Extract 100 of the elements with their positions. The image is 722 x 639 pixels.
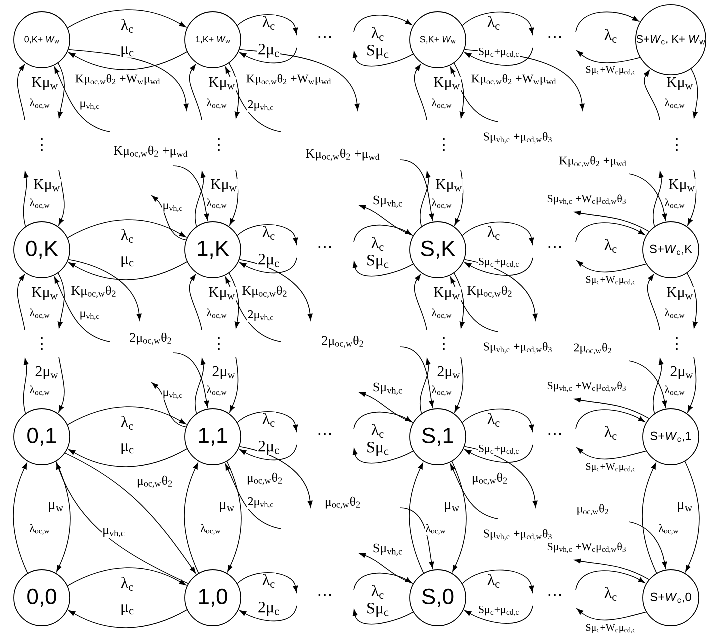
edge-label: λ$_{oc,w}$ (431, 198, 453, 210)
vertical-ellipsis: ⋮ (676, 338, 678, 350)
edge-label: λ$_{oc,w}$ (664, 308, 686, 320)
arrow (576, 260, 647, 273)
arrow (359, 392, 414, 424)
ellipsis: … (548, 594, 562, 596)
edge-label: λ$_{oc,w}$ (200, 524, 222, 536)
edge-label: μ$_{vh,c}$ (162, 203, 184, 213)
edge-label: μ$_{vh,c}$ (79, 311, 101, 321)
edge-label: Sμ$_{c}$ (366, 602, 390, 618)
edge-label: Kμ$_{w}$ (433, 286, 461, 301)
edge-label: λ$_{oc,w}$ (664, 385, 686, 397)
arrow (400, 346, 434, 408)
arrow (462, 570, 534, 593)
arrow (64, 452, 196, 574)
edge-label: Sμ$_{vh,c}$ +μ$_{cd,w}$θ$_{3}$ (482, 528, 554, 542)
edge-label: λ$_{c}$ (120, 576, 135, 592)
edge-label: Kμ$_{w}$ (33, 178, 61, 193)
edge-label: λ$_{oc,w}$ (431, 385, 453, 397)
arrow (68, 52, 188, 70)
arrow (454, 170, 464, 226)
arrow (67, 220, 186, 238)
arrow (400, 160, 434, 221)
arrow (690, 68, 698, 119)
edge-label: μ$_{c}$ (120, 443, 136, 455)
ellipsis: … (318, 246, 332, 248)
ellipsis: … (548, 246, 562, 248)
edge-label: Sμ$_{c}$+W$_{c}$μ$_{cd,c}$ (585, 624, 637, 634)
vertical-ellipsis: ⋮ (218, 138, 220, 152)
edge-label: 2μ$_{oc,w}$θ$_{2}$ (129, 332, 173, 346)
edge-label: Kμ$_{oc,w}$θ$_{2}$ (70, 285, 118, 299)
edge-label: μ$_{oc,w}$θ$_{2}$ (136, 475, 174, 489)
edge-label: λ$_{oc,w}$ (206, 198, 228, 210)
arrow (688, 356, 697, 412)
edge-label: Sμ$_{c}$+μ$_{cd,c}$ (478, 605, 520, 617)
arrow (414, 274, 428, 330)
edge-label: μ$_{w}$ (47, 502, 65, 514)
arrow (647, 274, 660, 330)
arrow (576, 50, 641, 64)
arrow (352, 448, 414, 464)
edge-label: 2μ$_{w}$ (436, 366, 462, 380)
edge-label: λ$_{c}$ (486, 574, 502, 588)
edge-label: Sμ$_{c}$+μ$_{cd,c}$ (478, 47, 520, 59)
arrow (152, 196, 187, 241)
arrow (688, 170, 697, 226)
edge-label: Kμ$_{oc,w}$θ$_{2}$ +μ$_{wd}$ (113, 145, 189, 159)
edge-label: μ$_{oc,w}$θ$_{2}$ (324, 496, 362, 510)
edge-label: Sμ$_{vh,c}$ +W$_{c}$μ$_{cd,w}$θ$_{3}$ (546, 194, 628, 206)
ellipsis: … (548, 36, 562, 38)
arrow (576, 410, 646, 430)
edge-label: Sμ$_{vh,c}$ +W$_{c}$μ$_{cd,w}$θ$_{3}$ (546, 381, 628, 393)
arrow (400, 508, 434, 569)
arrow (23, 358, 29, 414)
arrow (576, 570, 646, 590)
edge-label: Kμ$_{w}$ (208, 286, 236, 301)
edge-label: μ$_{vh,c}$ (162, 390, 184, 400)
edge-label: Sμ$_{vh,c}$ +μ$_{cd,w}$θ$_{3}$ (482, 342, 554, 354)
arrow (13, 462, 28, 574)
arrow (628, 174, 668, 221)
arrow (464, 606, 534, 624)
arrow (462, 222, 534, 245)
edge-label: Kμ$_{w}$ (210, 178, 238, 193)
edge-label: Kμ$_{w}$ (666, 286, 694, 301)
edge-label: 2μ$_{oc,w}$θ$_{2}$ (573, 342, 613, 356)
arrow (58, 272, 65, 329)
arrow (58, 170, 65, 226)
arrow (574, 558, 650, 580)
edge-label: λ$_{c}$ (604, 28, 618, 44)
arrow (240, 258, 298, 274)
arrow (628, 360, 668, 408)
arrow (454, 272, 465, 329)
edge-label: λ$_{c}$ (370, 584, 386, 600)
arrow (574, 398, 650, 420)
arrow (352, 261, 414, 277)
edge-label: λ$_{c}$ (370, 236, 386, 252)
arrow (68, 448, 188, 468)
edge-label: 2μ$_{w}$ (212, 366, 236, 380)
edge-label: Sμ$_{vh,c}$ +μ$_{cd,w}$θ$_{3}$ (482, 132, 554, 144)
arrow (354, 412, 412, 430)
edge-label: λ$_{oc,w}$ (658, 524, 680, 536)
arrow (420, 358, 431, 414)
edge-label: Sμ$_{vh,c}$ +W$_{c}$μ$_{cd,w}$θ$_{3}$ (546, 542, 628, 554)
edge-label: Kμ$_{oc,w}$θ$_{2}$ +W$_{w}$μ$_{wd}$ (74, 74, 162, 86)
arrow (452, 461, 467, 572)
edge-label: Sμ$_{c}$+μ$_{cd,c}$ (478, 444, 520, 456)
edge-label: λ$_{c}$ (486, 16, 502, 30)
arrow (574, 210, 650, 232)
edge-label: λ$_{oc,w}$ (206, 98, 228, 110)
arrow (58, 62, 65, 119)
edge-label: 2μ$_{c}$ (257, 440, 281, 456)
edge-label: λ$_{c}$ (370, 424, 386, 438)
arrow (354, 225, 412, 242)
arrow (56, 462, 189, 584)
arrow (172, 166, 210, 221)
edge-label: 2μ$_{c}$ (257, 601, 281, 616)
arrow (184, 462, 200, 574)
arrow (228, 62, 240, 119)
edge-label: Sμ$_{c}$+W$_{c}$μ$_{cd,c}$ (585, 66, 637, 76)
edge-label: λ$_{oc,w}$ (29, 98, 51, 110)
edge-label: λ$_{c}$ (262, 226, 276, 240)
